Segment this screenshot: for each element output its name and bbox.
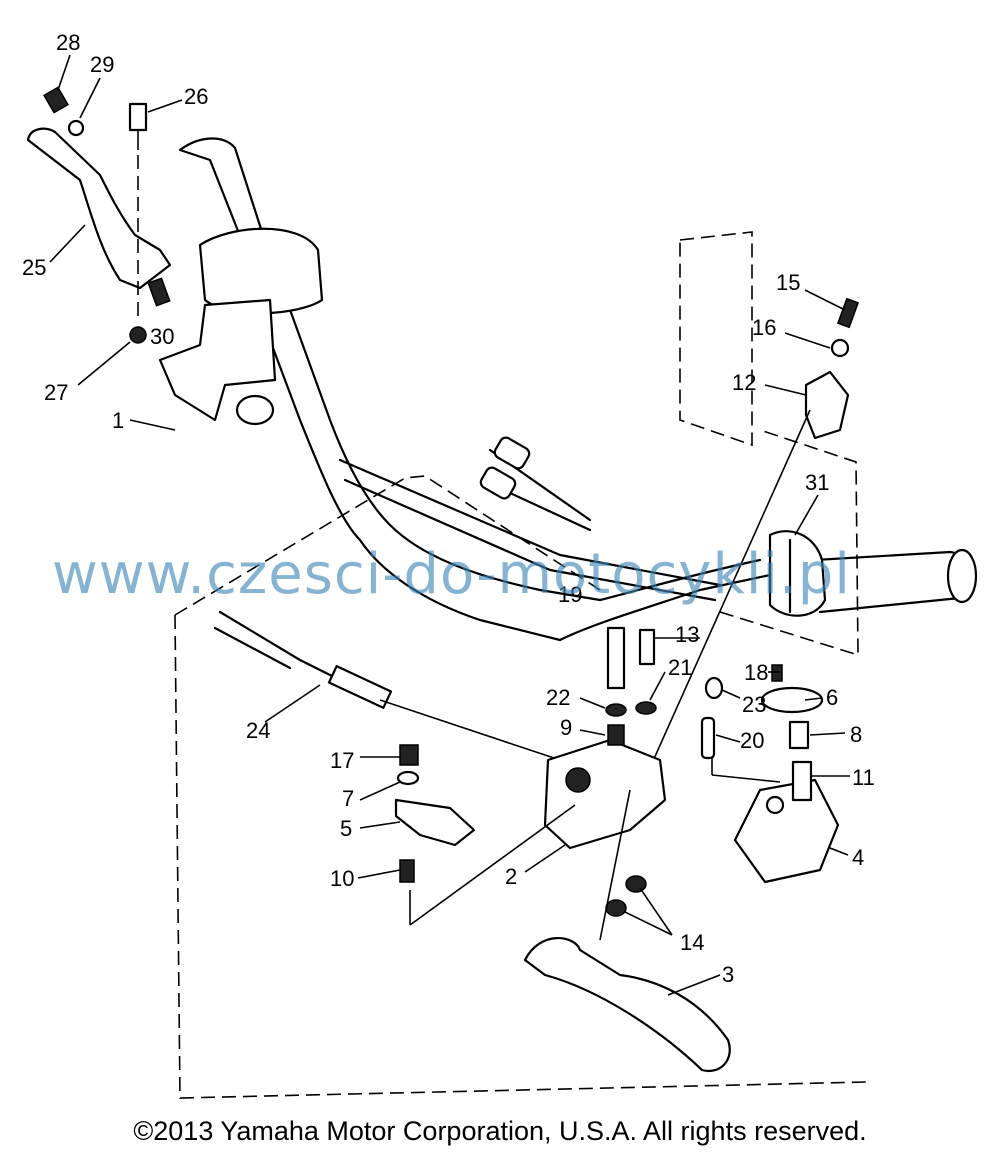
callout-21: 21 bbox=[668, 655, 692, 680]
callout-14: 14 bbox=[680, 930, 704, 955]
callout-18: 18 bbox=[744, 660, 768, 685]
callout-8: 8 bbox=[850, 722, 862, 747]
assembly-outline-switch bbox=[679, 231, 753, 447]
callout-27: 27 bbox=[44, 380, 68, 405]
callout-25: 25 bbox=[22, 255, 46, 280]
callout-3: 3 bbox=[722, 962, 734, 987]
callout-24: 24 bbox=[246, 718, 270, 743]
callout-9: 9 bbox=[560, 715, 572, 740]
callout-30: 30 bbox=[150, 324, 174, 349]
callout-4: 4 bbox=[852, 845, 864, 870]
callout-1: 1 bbox=[112, 408, 124, 433]
callout-28: 28 bbox=[56, 30, 80, 55]
watermark-url: www.czesci-do-motocykli.pl bbox=[52, 542, 851, 607]
callout-22: 22 bbox=[546, 685, 570, 710]
callout-15: 15 bbox=[776, 270, 800, 295]
callout-29: 29 bbox=[90, 52, 114, 77]
callout-20: 20 bbox=[740, 728, 764, 753]
callout-2: 2 bbox=[505, 864, 517, 889]
callout-16: 16 bbox=[752, 315, 776, 340]
callout-7: 7 bbox=[342, 786, 354, 811]
right-switch-31 bbox=[639, 297, 860, 791]
callout-12: 12 bbox=[732, 370, 756, 395]
callout-5: 5 bbox=[340, 816, 352, 841]
callout-10: 10 bbox=[330, 866, 354, 891]
master-cylinder-bracket bbox=[394, 626, 840, 1073]
callout-31: 31 bbox=[805, 470, 829, 495]
callout-26: 26 bbox=[184, 84, 208, 109]
leader-lines bbox=[49, 54, 850, 996]
lever-25 bbox=[26, 86, 172, 344]
brake-switch-cable bbox=[213, 436, 592, 761]
callout-19: 19 bbox=[558, 582, 582, 607]
callout-17: 17 bbox=[330, 748, 354, 773]
left-switch-housing bbox=[158, 227, 324, 426]
callout-6: 6 bbox=[826, 685, 838, 710]
callout-11: 11 bbox=[852, 765, 875, 790]
assembly-outline-main bbox=[174, 429, 867, 1099]
callout-23: 23 bbox=[742, 692, 766, 717]
copyright-notice: ©2013 Yamaha Motor Corporation, U.S.A. A… bbox=[133, 1116, 867, 1146]
handlebar bbox=[178, 137, 978, 642]
callout-13: 13 bbox=[675, 622, 699, 647]
